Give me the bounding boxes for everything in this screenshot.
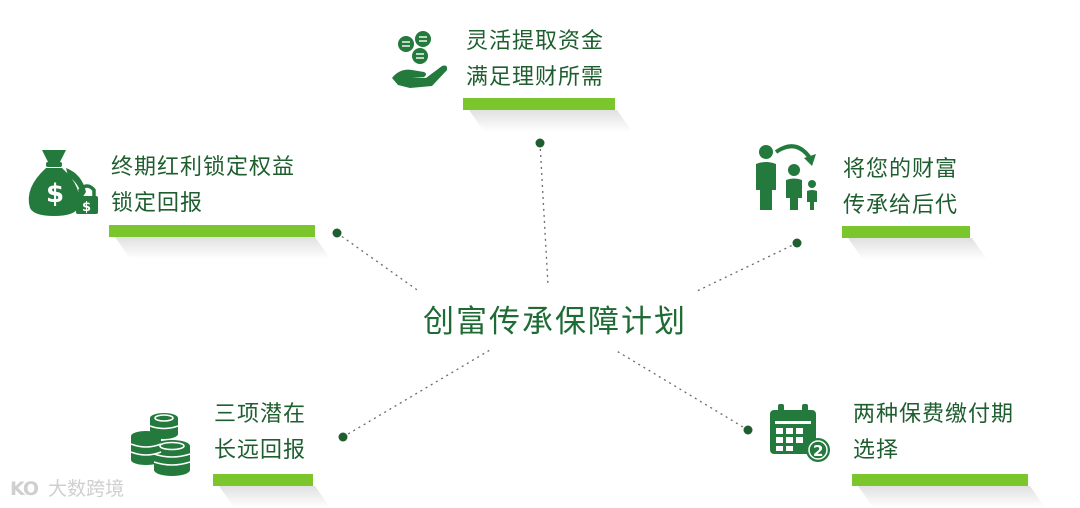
- feature-text: 终期红利锁定权益 锁定回报: [111, 150, 295, 222]
- money-bag-lock-icon: $ $: [28, 150, 98, 216]
- connector-dot-lower-left: [338, 432, 348, 442]
- svg-text:$: $: [82, 200, 91, 215]
- calendar-two-icon: 2: [770, 404, 830, 462]
- feature-line-2: 传承给后代: [843, 193, 959, 218]
- feature-text: 三项潜在 长远回报: [214, 397, 306, 469]
- connector-lower-left: [342, 349, 491, 438]
- watermark-text: 大数跨境: [48, 478, 125, 500]
- feature-line-2: 选择: [853, 438, 900, 463]
- feature-line-1: 终期红利锁定权益: [111, 155, 296, 180]
- feature-line-2: 满足理财所需: [466, 65, 605, 90]
- hand-coins-icon: [392, 31, 448, 88]
- watermark-logo: KO: [10, 478, 39, 500]
- feature-line-2: 锁定回报: [111, 191, 204, 216]
- feature-line-2: 长远回报: [214, 438, 307, 463]
- connector-top: [539, 142, 549, 286]
- svg-text:$: $: [46, 179, 64, 209]
- feature-text: 两种保费缴付期 选择: [853, 397, 1014, 469]
- feature-line-1: 将您的财富: [843, 157, 959, 182]
- connector-upper-right: [694, 242, 798, 293]
- feature-line-1: 三项潜在: [214, 402, 307, 427]
- connector-dot-lower-right: [743, 425, 753, 435]
- connector-lower-right: [614, 349, 749, 431]
- feature-text: 将您的财富 传承给后代: [843, 152, 958, 224]
- feature-line-1: 两种保费缴付期: [853, 402, 1015, 427]
- svg-text:2: 2: [813, 442, 823, 460]
- connector-dot-top: [535, 138, 545, 148]
- center-title: 创富传承保障计划: [423, 304, 687, 340]
- connector-upper-left: [336, 232, 421, 293]
- connector-dot-upper-left: [332, 228, 342, 238]
- connector-dot-upper-right: [792, 238, 802, 248]
- watermark: KO 大数跨境: [10, 474, 124, 501]
- family-inheritance-icon: [756, 144, 817, 210]
- coin-stacks-icon: [130, 413, 191, 476]
- feature-line-1: 灵活提取资金: [466, 29, 605, 54]
- feature-text: 灵活提取资金 满足理财所需: [466, 24, 604, 96]
